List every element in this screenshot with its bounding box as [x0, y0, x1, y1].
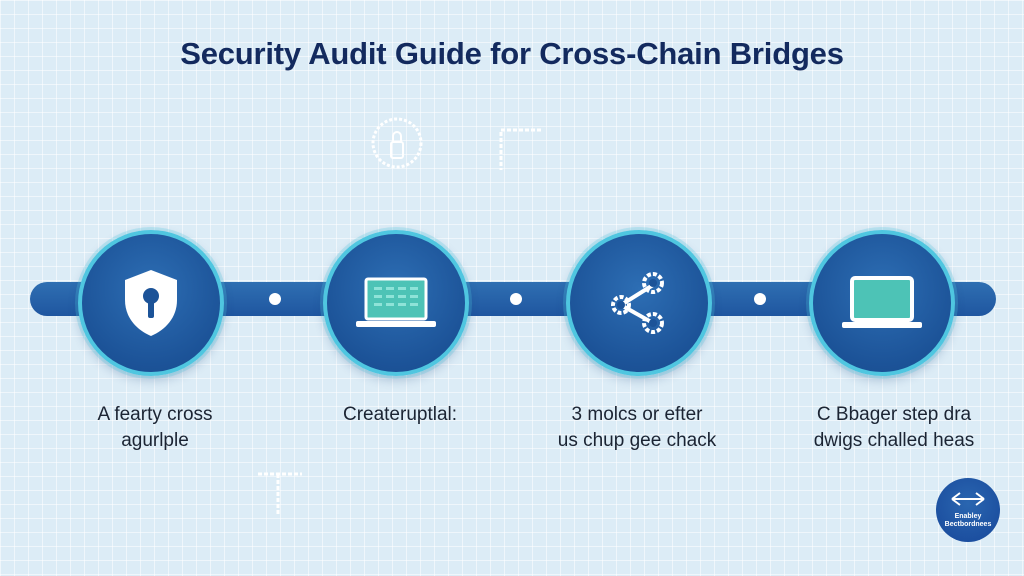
corner-bracket-decoration — [499, 128, 541, 170]
shield-keyhole-icon — [125, 270, 177, 336]
badge-line-1: Enabley — [954, 513, 982, 520]
timeline-dot — [754, 293, 766, 305]
step-4-circle — [809, 230, 955, 376]
padlock-outline-icon — [371, 117, 423, 169]
laptop-icon — [842, 276, 922, 328]
timeline-dot — [510, 293, 522, 305]
corner-bracket-decoration — [258, 472, 302, 516]
step-2-label: Createruptlal: — [342, 404, 458, 425]
step-2-circle — [323, 230, 469, 376]
step-1-circle — [78, 230, 224, 376]
step-3-label: 3 molcs or efter us chup gee chack — [557, 404, 717, 451]
timeline-dot — [269, 293, 281, 305]
gears-network-icon — [611, 272, 664, 334]
step-4-label: C Bbager step dra dwigs challed heas — [813, 404, 975, 451]
step-1-label: A fearty cross agurlple — [97, 404, 213, 451]
brand-badge: Enabley Bectbordnees — [936, 478, 1000, 542]
laptop-dashboard-icon — [356, 277, 436, 327]
bridge-arrows-icon — [951, 492, 985, 506]
badge-line-2: Bectbordnees — [944, 521, 992, 528]
page-title: Security Audit Guide for Cross-Chain Bri… — [180, 36, 844, 71]
step-3-circle — [566, 230, 712, 376]
